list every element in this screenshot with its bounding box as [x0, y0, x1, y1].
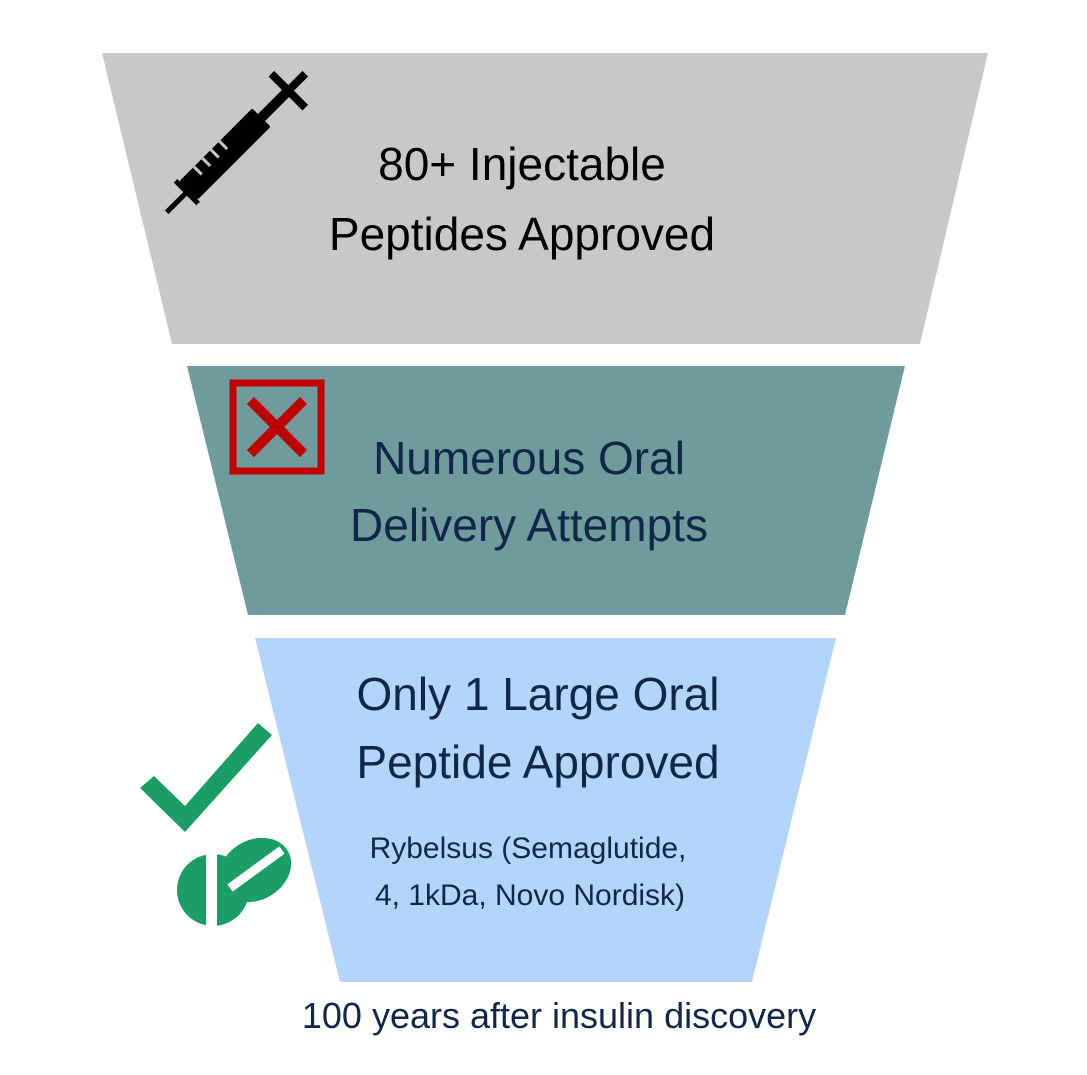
stage-1-title-line2: Peptides Approved	[329, 208, 715, 260]
funnel-stage-2-band	[187, 366, 905, 615]
checkmark-icon	[140, 723, 272, 832]
funnel-stage-1-band	[102, 53, 988, 344]
stage-2-title-line2: Delivery Attempts	[350, 499, 708, 551]
stage-1-title-line1: 80+ Injectable	[378, 138, 666, 190]
funnel-stage-3-band	[255, 638, 836, 982]
stage-3-title-line1: Only 1 Large Oral	[356, 668, 719, 720]
stage-2-title-line1: Numerous Oral	[373, 432, 685, 484]
stage-3-title-line2: Peptide Approved	[356, 736, 719, 788]
stage-3-detail-line1: Rybelsus (Semaglutide,	[370, 832, 687, 865]
pill-icon	[177, 837, 292, 934]
stage-3-detail-line2: 4, 1kDa, Novo Nordisk)	[375, 879, 685, 912]
syringe-icon	[164, 70, 309, 215]
footer-caption: 100 years after insulin discovery	[302, 995, 816, 1036]
red-x-box-icon	[229, 379, 325, 475]
